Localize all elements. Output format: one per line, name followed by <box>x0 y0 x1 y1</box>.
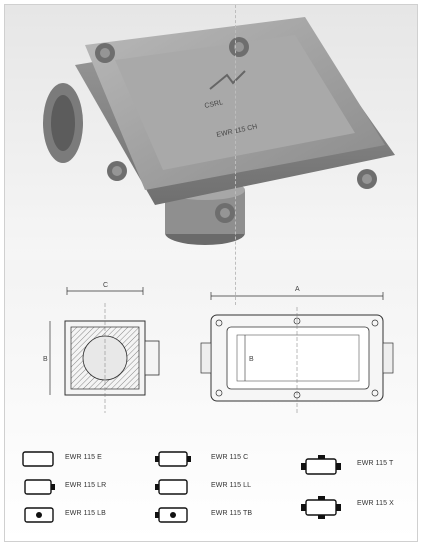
legend-label: EWR 115 T <box>357 460 394 467</box>
legend-label: EWR 115 C <box>211 454 249 461</box>
dim-label-b: B <box>249 356 254 363</box>
rect-c-icon <box>155 451 191 467</box>
legend-label: EWR 115 LB <box>65 510 106 517</box>
cross-icon <box>301 496 341 519</box>
front-view: A B <box>200 286 394 413</box>
technical-drawing: C B A <box>5 263 417 433</box>
rect-ll-icon <box>155 479 188 495</box>
legend-label: EWR 115 LR <box>65 482 107 489</box>
side-view: C B <box>43 282 160 413</box>
rect-plain-icon <box>22 451 54 467</box>
product-photo: CSRL EWR 115 CH <box>5 5 417 260</box>
dim-label-c: C <box>103 282 108 289</box>
product-sheet: CSRL EWR 115 CH C B <box>4 4 418 542</box>
svg-text:B: B <box>43 356 48 363</box>
legend-label: EWR 115 E <box>65 454 102 461</box>
variant-legend: EWR 115 E EWR 115 LR EWR 115 LB EWR 115 … <box>5 443 417 539</box>
center-line <box>235 5 236 305</box>
rect-tb-icon <box>155 507 188 523</box>
rect-lb-icon <box>24 507 54 523</box>
brand-logo-icon <box>209 70 246 90</box>
dim-label-a: A <box>295 286 300 293</box>
dimension-drawing: C B A <box>43 282 394 413</box>
conduit-body-illustration: CSRL EWR 115 CH <box>43 17 395 245</box>
embossed-text-1: CSRL <box>204 99 224 110</box>
tee-icon <box>301 455 341 475</box>
legend-label: EWR 115 TB <box>211 510 253 517</box>
legend-label: EWR 115 X <box>357 500 394 507</box>
rect-lr-icon <box>24 479 55 495</box>
legend-label: EWR 115 LL <box>211 482 252 489</box>
